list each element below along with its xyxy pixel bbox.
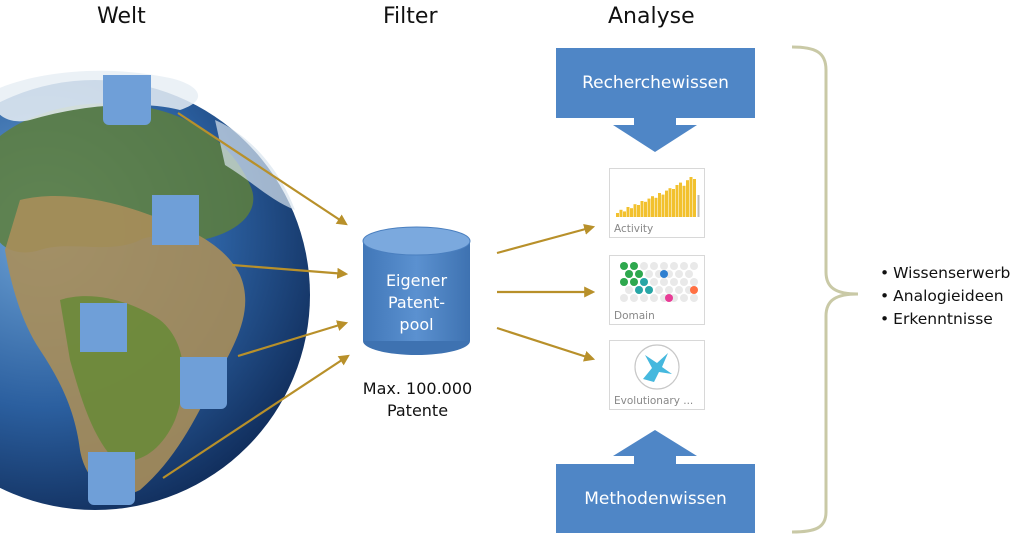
activity-bar — [634, 204, 637, 217]
card-label: Activity — [614, 223, 702, 235]
arrow-pool-to-evolutionary — [497, 328, 593, 359]
activity-bar-pending — [698, 195, 700, 217]
document-icon — [152, 195, 199, 245]
arrow-recherche-down — [613, 118, 697, 152]
activity-bar — [655, 198, 658, 217]
activity-bar — [644, 202, 647, 217]
outcome-item: Analogieideen — [880, 285, 1010, 308]
arrow-methoden-up — [613, 430, 697, 464]
document-icon — [80, 303, 127, 352]
activity-bar — [658, 193, 661, 217]
activity-bar — [683, 186, 686, 217]
methodenwissen-box: Methodenwissen — [556, 464, 755, 533]
domain-card[interactable]: Domain — [609, 255, 705, 325]
activity-bar — [686, 180, 689, 217]
activity-bar — [616, 213, 619, 217]
pool-line2: Patent- — [363, 292, 470, 314]
evolutionary-radar-icon — [610, 341, 704, 393]
activity-bar — [672, 189, 675, 217]
domain-hex-map — [610, 256, 704, 308]
activity-bar — [620, 210, 623, 217]
outcome-item: Wissenserwerb — [880, 262, 1010, 285]
document-icon — [88, 452, 135, 505]
activity-bar — [651, 196, 654, 217]
caption-line1: Max. 100.000 — [345, 378, 490, 400]
activity-bar-chart — [610, 169, 704, 221]
document-icon — [103, 75, 151, 125]
earth-globe — [0, 71, 310, 510]
document-icon — [180, 357, 227, 409]
outcome-list: Wissenserwerb Analogieideen Erkenntnisse — [880, 262, 1010, 331]
patent-pool-label: Eigener Patent- pool — [363, 270, 470, 336]
activity-bar — [669, 188, 672, 217]
card-label: Evolutionary ... — [614, 395, 702, 407]
right-brace — [792, 47, 858, 532]
activity-bar — [693, 179, 696, 217]
recherchewissen-box: Recherchewissen — [556, 48, 755, 118]
activity-bar — [676, 185, 679, 217]
activity-bar — [641, 201, 644, 217]
card-label: Domain — [614, 310, 702, 322]
activity-bar — [665, 191, 668, 217]
activity-bar — [623, 211, 626, 217]
evolutionary-card[interactable]: Evolutionary ... — [609, 340, 705, 410]
output-arrows — [497, 227, 593, 359]
pool-caption: Max. 100.000 Patente — [345, 378, 490, 422]
activity-bar — [679, 183, 682, 217]
activity-bar — [630, 208, 633, 217]
pool-line3: pool — [363, 314, 470, 336]
arrow-pool-to-activity — [497, 227, 593, 253]
pool-line1: Eigener — [363, 270, 470, 292]
outcome-item: Erkenntnisse — [880, 308, 1010, 331]
activity-card[interactable]: Activity — [609, 168, 705, 238]
caption-line2: Patente — [345, 400, 490, 422]
activity-bar — [637, 205, 640, 217]
activity-bar — [662, 195, 665, 217]
activity-bar — [648, 199, 651, 217]
activity-bar — [690, 177, 693, 217]
activity-bar — [627, 207, 630, 217]
